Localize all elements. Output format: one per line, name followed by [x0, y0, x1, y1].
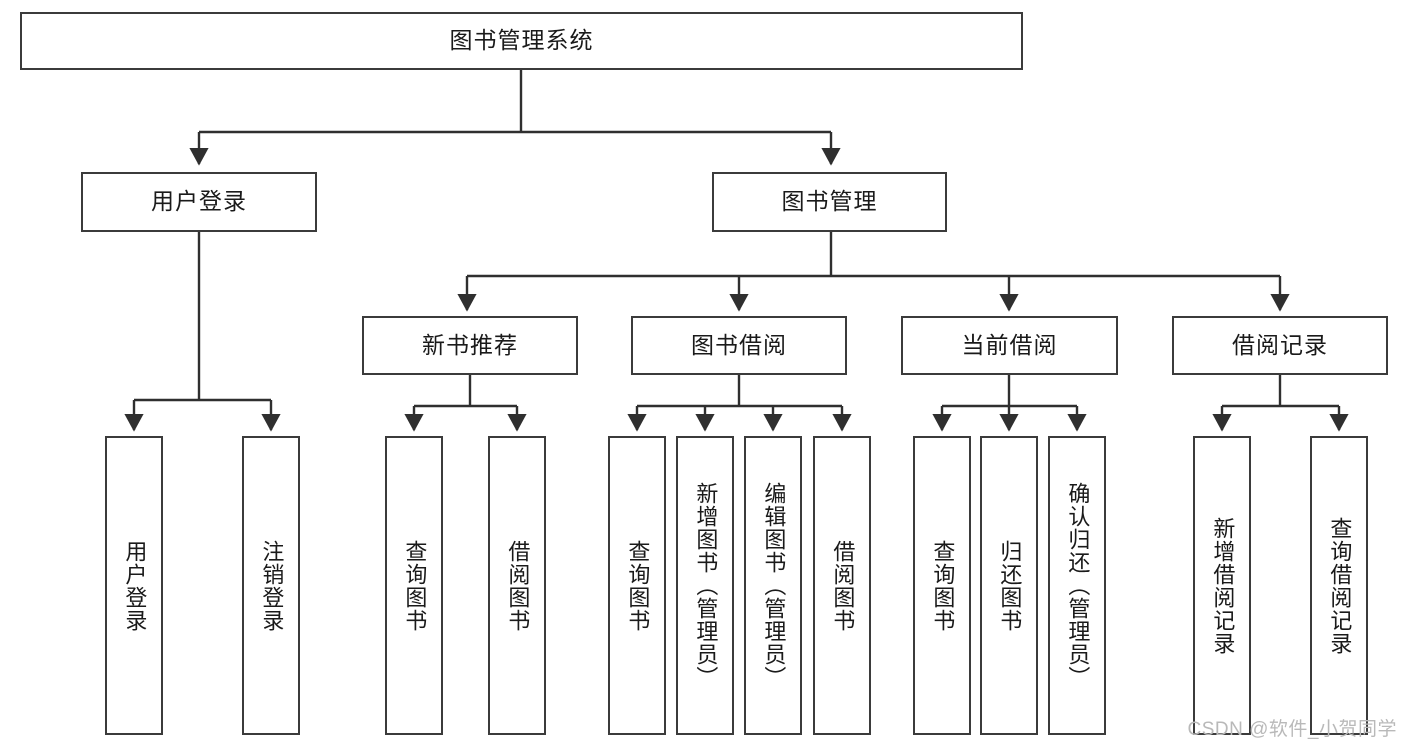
node-user-login[interactable]: 用户登录	[81, 172, 317, 232]
leaf-new-book-borrow-book[interactable]: 借阅图书	[488, 436, 546, 735]
node-root-book-management-system[interactable]: 图书管理系统	[20, 12, 1023, 70]
node-label: 借阅记录	[1232, 331, 1328, 358]
leaf-borrow-records-query-record[interactable]: 查询借阅记录	[1310, 436, 1368, 735]
leaf-current-borrow-confirm-return-admin[interactable]: 确认归还（管理员）	[1048, 436, 1106, 735]
node-new-book-recommend[interactable]: 新书推荐	[362, 316, 578, 375]
node-book-borrow[interactable]: 图书借阅	[631, 316, 847, 375]
node-label: 图书借阅	[691, 331, 787, 358]
leaf-label: 注销登录	[259, 539, 285, 632]
node-label: 用户登录	[151, 188, 247, 215]
leaf-user-login-logout[interactable]: 注销登录	[242, 436, 300, 735]
leaf-current-borrow-return-book[interactable]: 归还图书	[980, 436, 1038, 735]
node-label: 图书管理	[781, 188, 878, 215]
node-book-management[interactable]: 图书管理	[712, 172, 947, 232]
leaf-book-borrow-borrow-book[interactable]: 借阅图书	[813, 436, 871, 735]
node-label: 图书管理系统	[449, 27, 594, 54]
node-label: 当前借阅	[961, 331, 1058, 358]
leaf-label: 确认归还（管理员）	[1065, 482, 1091, 689]
leaf-label: 查询图书	[625, 539, 651, 632]
leaf-book-borrow-add-book-admin[interactable]: 新增图书（管理员）	[676, 436, 734, 735]
leaf-label: 新增图书（管理员）	[693, 482, 719, 689]
leaf-label: 编辑图书（管理员）	[761, 482, 787, 689]
leaf-book-borrow-query-book[interactable]: 查询图书	[608, 436, 666, 735]
node-borrow-records[interactable]: 借阅记录	[1172, 316, 1388, 375]
leaf-label: 查询借阅记录	[1327, 516, 1353, 655]
watermark-text: CSDN @软件_小贺同学	[1187, 719, 1397, 740]
leaf-label: 新增借阅记录	[1210, 516, 1236, 655]
leaf-user-login-login[interactable]: 用户登录	[105, 436, 163, 735]
leaf-current-borrow-query-book[interactable]: 查询图书	[913, 436, 971, 735]
leaf-label: 查询图书	[930, 539, 956, 632]
leaf-label: 查询图书	[402, 539, 428, 632]
leaf-borrow-records-add-record[interactable]: 新增借阅记录	[1193, 436, 1251, 735]
leaf-label: 归还图书	[997, 539, 1023, 632]
node-current-borrow[interactable]: 当前借阅	[901, 316, 1118, 375]
leaf-label: 借阅图书	[505, 539, 531, 632]
leaf-label: 借阅图书	[830, 539, 856, 632]
leaf-new-book-query-book[interactable]: 查询图书	[385, 436, 443, 735]
leaf-book-borrow-edit-book-admin[interactable]: 编辑图书（管理员）	[744, 436, 802, 735]
leaf-label: 用户登录	[122, 539, 148, 632]
node-label: 新书推荐	[422, 331, 518, 358]
